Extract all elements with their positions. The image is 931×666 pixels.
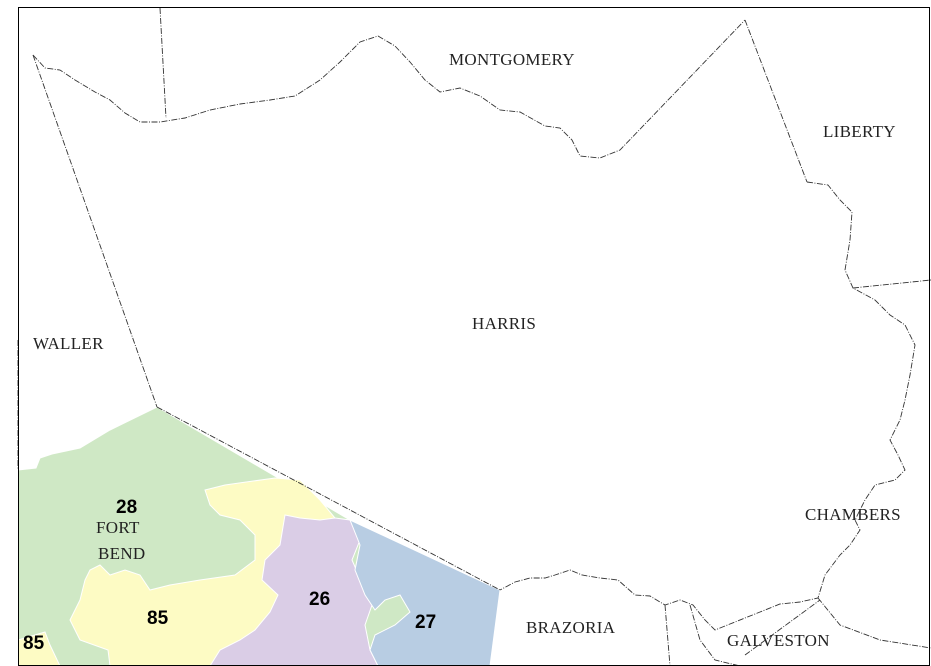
county-label-montgomery: MONTGOMERY <box>449 50 575 69</box>
county-label-liberty: LIBERTY <box>823 122 896 141</box>
district-label-27: 27 <box>415 612 436 633</box>
harris-west-boundary <box>32 54 158 408</box>
liberty-west-boundary <box>744 19 808 183</box>
county-labels: MONTGOMERY LIBERTY WALLER HARRIS FORT BE… <box>33 50 901 650</box>
district-27-area <box>349 519 501 666</box>
county-label-brazoria: BRAZORIA <box>526 618 616 637</box>
brazoria-galveston-boundary-b <box>689 604 741 666</box>
county-label-fort-bend-line2: BEND <box>98 544 145 563</box>
waller-fortbend-boundary <box>156 406 501 591</box>
harris-north-boundary <box>32 19 746 159</box>
district-label-26: 26 <box>309 589 330 610</box>
county-label-waller: WALLER <box>33 334 104 353</box>
galveston-chambers-diagonal <box>744 599 821 656</box>
montgomery-west-boundary <box>159 7 167 119</box>
county-label-fort-bend-line1: FORT <box>96 518 140 537</box>
district-label-85-west: 85 <box>23 633 45 654</box>
brazoria-galveston-boundary-a <box>664 604 671 666</box>
county-label-galveston: GALVESTON <box>727 631 830 650</box>
fort-bend-districts <box>17 406 501 666</box>
county-boundaries <box>17 7 931 666</box>
county-label-harris: HARRIS <box>472 314 536 333</box>
chambers-galveston-boundary <box>817 597 931 649</box>
district-label-85-main: 85 <box>147 608 169 629</box>
district-label-28: 28 <box>116 497 137 518</box>
liberty-chambers-boundary <box>852 279 931 289</box>
district-labels: 28 85 85 26 27 <box>23 497 436 654</box>
county-label-chambers: CHAMBERS <box>805 505 901 524</box>
harris-east-boundary <box>499 181 916 631</box>
